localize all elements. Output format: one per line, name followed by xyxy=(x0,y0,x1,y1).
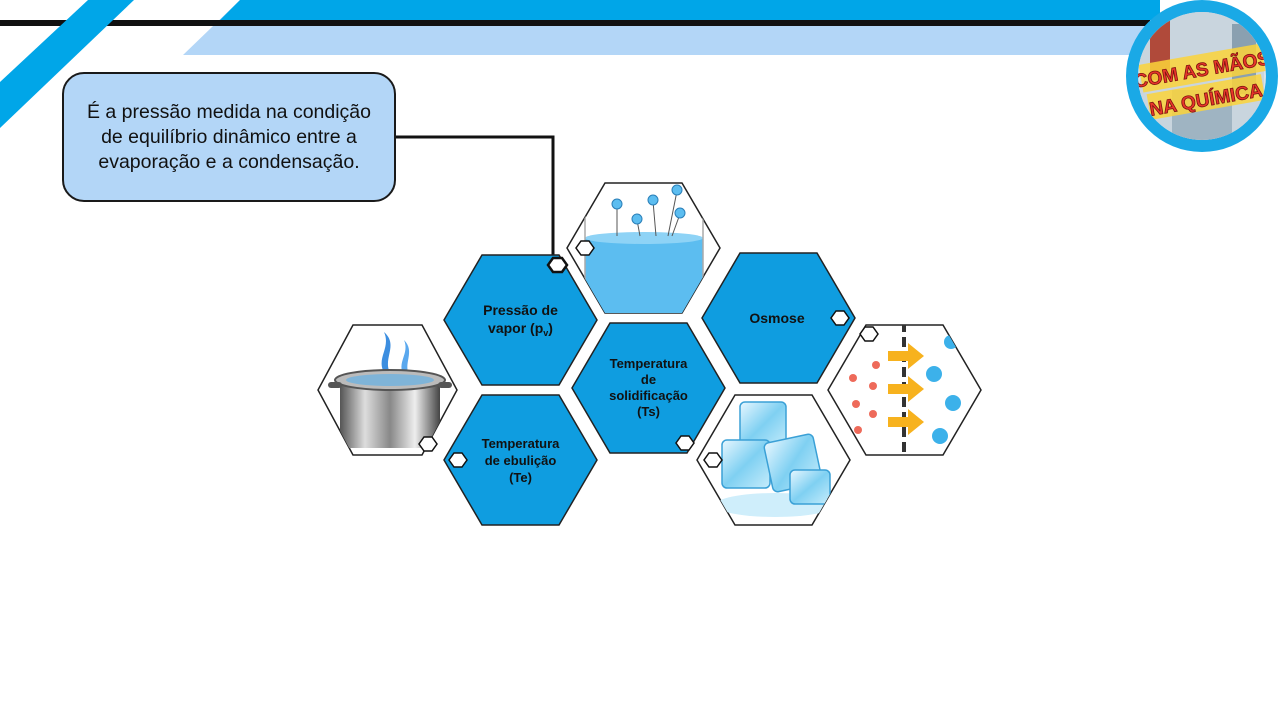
solidification-line1: Temperatura xyxy=(610,356,689,371)
vapor-pressure-subscript: v xyxy=(543,328,548,338)
hex-solidification[interactable]: Temperatura de solidificação (Ts) xyxy=(571,322,726,454)
flow-arrow-icon xyxy=(888,343,924,435)
boiling-line1: Temperatura xyxy=(482,436,561,451)
brand-logo: COM AS MÃOS NA QUÍMICA xyxy=(1126,0,1278,152)
pot-icon xyxy=(340,378,440,448)
header-blue-band xyxy=(220,0,1160,20)
hex-ice-image xyxy=(696,394,851,526)
water-molecules-icon xyxy=(926,335,961,444)
hex-boiling-pot-image xyxy=(317,324,458,456)
hex-boiling[interactable]: Temperatura de ebulição (Te) xyxy=(443,394,598,526)
vapor-pressure-text: vapor (p xyxy=(488,320,543,336)
definition-callout: É a pressão medida na condição de equilí… xyxy=(62,72,396,202)
hex-osmosis[interactable]: Osmose xyxy=(701,252,856,384)
hex-connector-node xyxy=(703,452,723,468)
hex-osmosis-image xyxy=(827,324,982,456)
vapor-pressure-closing: ) xyxy=(548,320,553,336)
callout-connector xyxy=(396,135,555,260)
osmosis-label: Osmose xyxy=(749,310,804,326)
header-diagonal-stripe xyxy=(0,0,134,128)
header-black-line xyxy=(0,20,1150,26)
boiling-line3: (Te) xyxy=(509,470,532,485)
vapor-molecules-icon xyxy=(611,184,686,237)
solute-particles-icon xyxy=(849,361,880,434)
hex-vapor-pressure[interactable]: Pressão de vapor (pv) xyxy=(443,254,598,386)
ice-cubes-icon xyxy=(715,401,835,517)
hex-connector-node xyxy=(546,256,569,274)
hex-connector-node xyxy=(859,326,879,342)
solidification-line2: de xyxy=(641,372,656,387)
hex-liquid-vapor-image xyxy=(566,182,721,314)
hex-connector-node xyxy=(830,310,850,326)
hex-connector-node xyxy=(675,435,695,451)
vapor-pressure-label-line2: vapor (pv) xyxy=(488,320,553,338)
hex-connector-node xyxy=(575,240,595,256)
solidification-line3: solidificação xyxy=(609,388,688,403)
header-band xyxy=(0,0,1160,128)
vapor-pressure-label-line1: Pressão de xyxy=(483,302,558,318)
boiling-line2: de ebulição xyxy=(485,453,557,468)
definition-text: É a pressão medida na condição de equilí… xyxy=(86,100,372,173)
hex-connector-node xyxy=(448,452,468,468)
solidification-line4: (Ts) xyxy=(637,404,660,419)
steam-icon xyxy=(381,332,392,378)
